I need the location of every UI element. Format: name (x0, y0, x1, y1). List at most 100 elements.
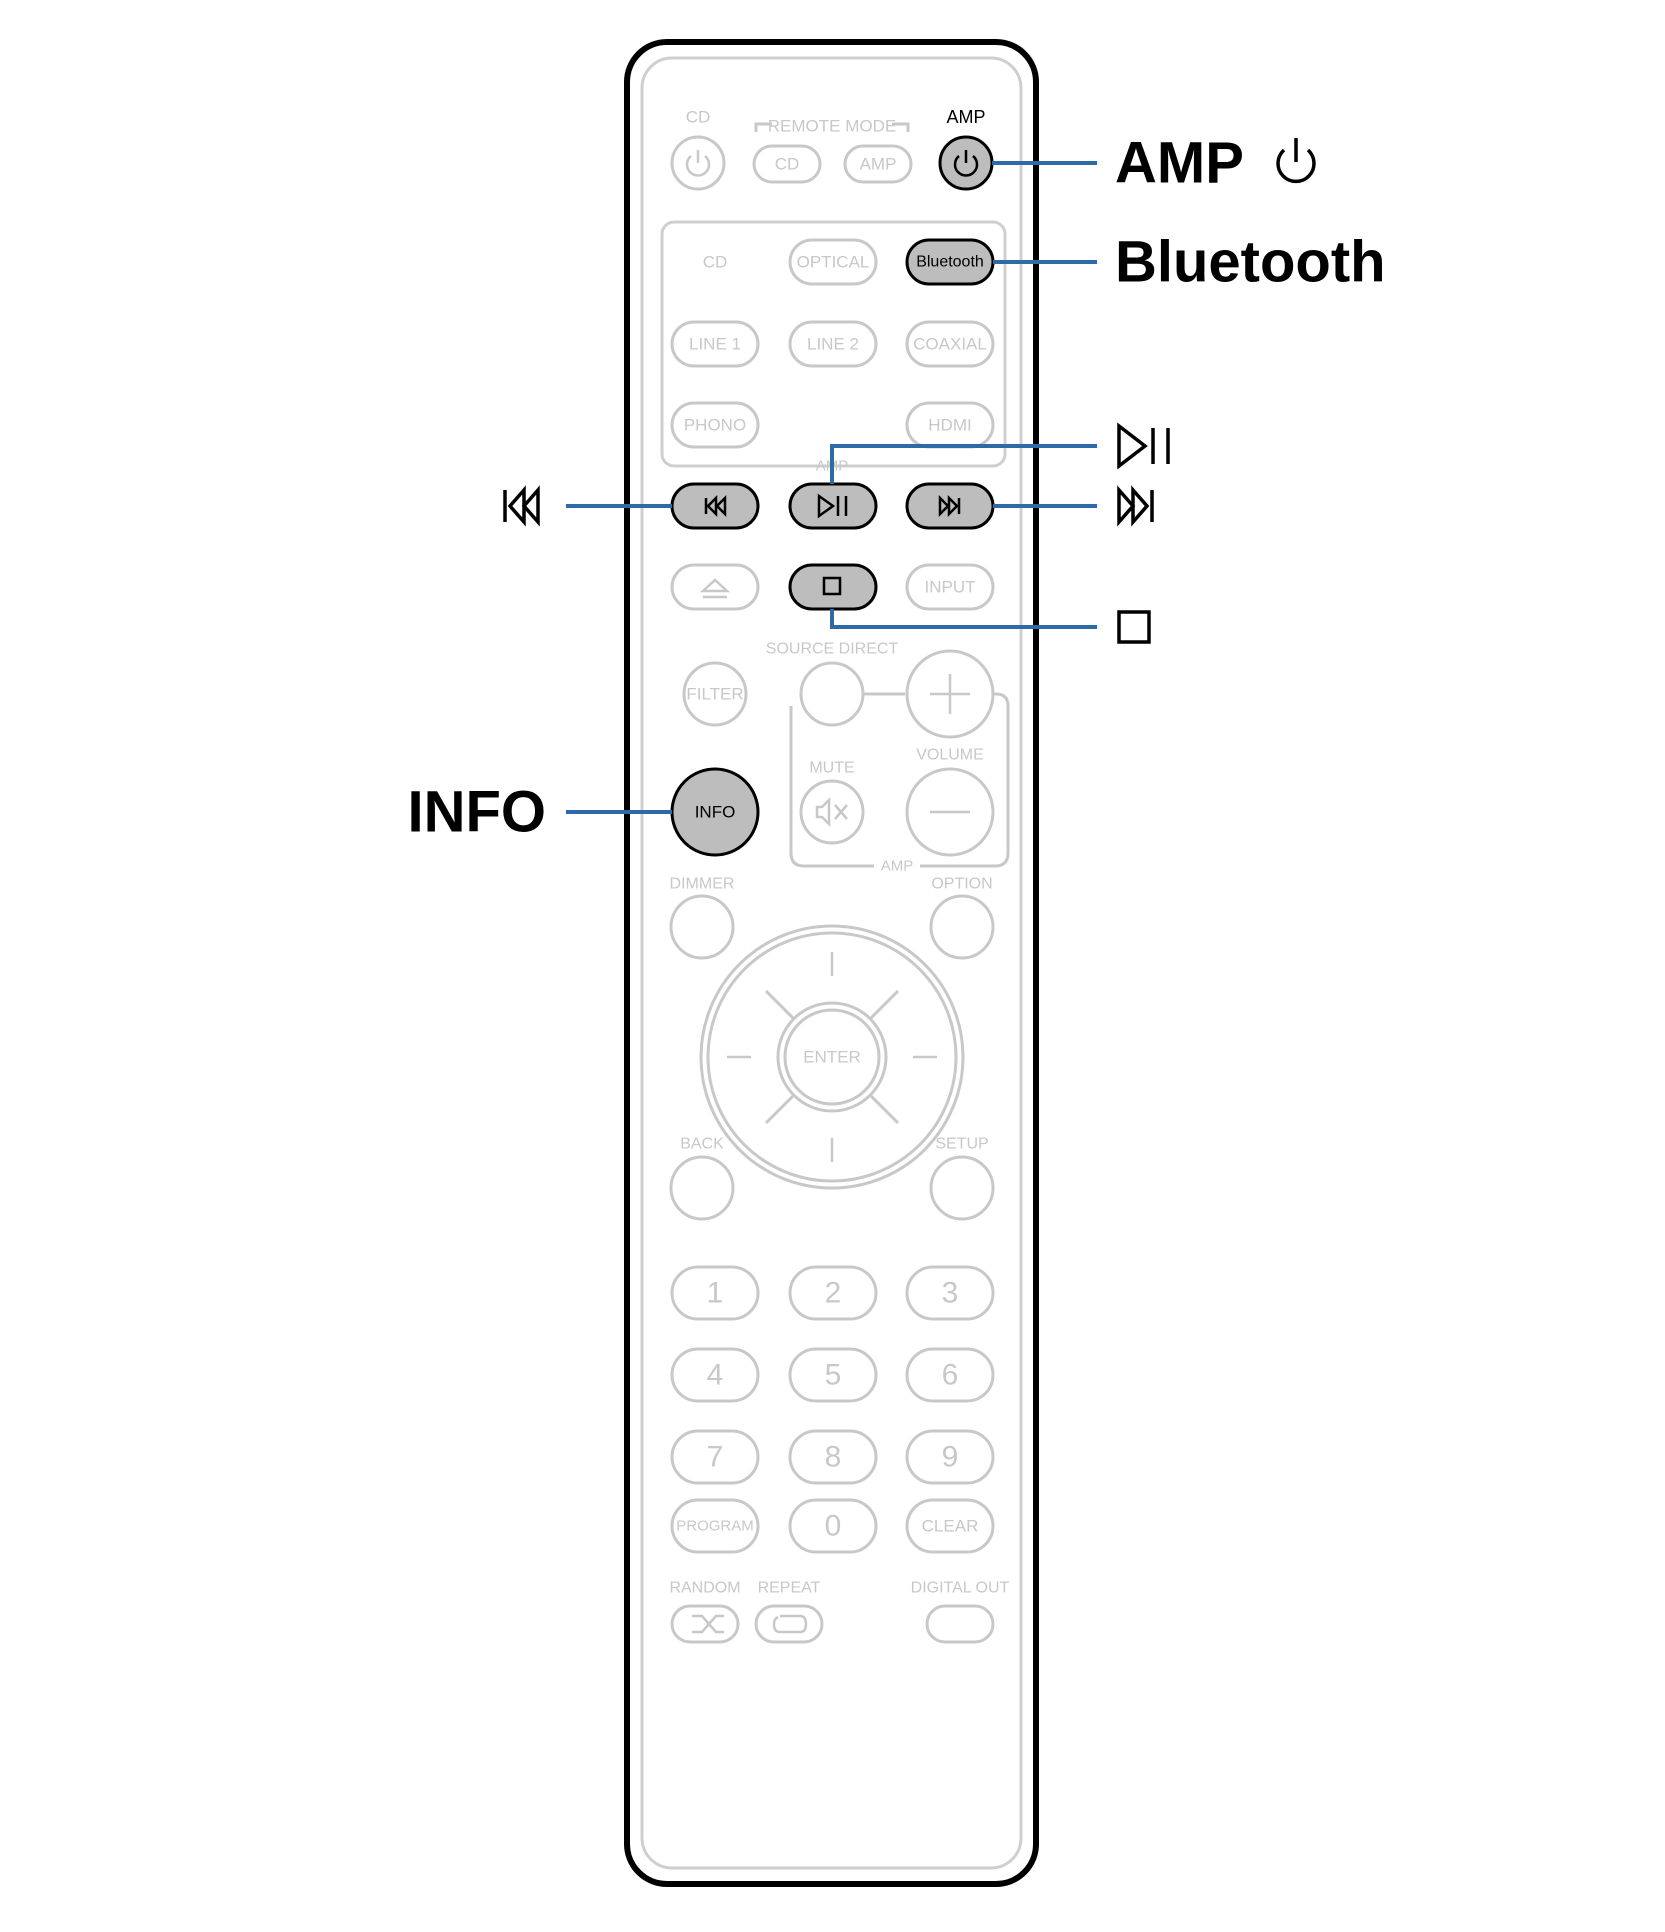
number-7-button[interactable] (670, 1429, 760, 1485)
coaxial-label: COAXIAL (913, 335, 987, 354)
program-button[interactable] (670, 1498, 760, 1554)
bluetooth-callout: Bluetooth (1115, 230, 1386, 295)
phono-button[interactable] (670, 401, 760, 449)
optical-button[interactable] (788, 238, 878, 286)
program-label: PROGRAM (676, 1518, 754, 1535)
optical-label: OPTICAL (797, 253, 870, 272)
line1-label: LINE 1 (689, 335, 741, 354)
number-6-label: 6 (942, 1359, 959, 1392)
play-pause-callout-icon (1117, 422, 1170, 470)
stop-callout-icon (1117, 610, 1151, 644)
play-pause-icon (817, 493, 848, 519)
dimmer-label: DIMMER (670, 876, 735, 893)
plus-icon (930, 674, 970, 714)
repeat-label: REPEAT (758, 1580, 821, 1597)
mute-button[interactable] (799, 779, 865, 845)
dpad-inner-ring (706, 931, 958, 1183)
info-callout: INFO (407, 780, 546, 845)
number-8-button[interactable] (788, 1429, 878, 1485)
amp-label: AMP (946, 107, 985, 127)
number-2-button[interactable] (788, 1265, 878, 1321)
hdmi-label: HDMI (928, 416, 971, 435)
option-label: OPTION (931, 876, 992, 893)
mute-icon (815, 796, 848, 828)
skip-forward-callout-icon (1117, 485, 1154, 527)
back-button[interactable] (669, 1155, 735, 1221)
remote-mode-bracket-right (892, 122, 910, 132)
clear-button[interactable] (905, 1498, 995, 1554)
play-pause-leader (830, 444, 1097, 484)
amp-group-frame (789, 692, 1010, 868)
skip-back-callout-icon (503, 485, 540, 527)
number-8-label: 8 (825, 1441, 842, 1474)
line2-label: LINE 2 (807, 335, 859, 354)
random-label: RANDOM (669, 1580, 740, 1597)
random-button[interactable] (670, 1604, 740, 1644)
skip-back-icon (704, 494, 727, 518)
input-cd-button[interactable]: CD (703, 253, 728, 272)
filter-label: FILTER (686, 685, 743, 704)
source-direct-label: SOURCE DIRECT (766, 641, 899, 658)
number-1-label: 1 (707, 1277, 724, 1310)
setup-label: SETUP (935, 1136, 988, 1153)
digital-out-label: DIGITAL OUT (911, 1580, 1010, 1597)
number-0-label: 0 (825, 1510, 842, 1543)
clear-label: CLEAR (922, 1517, 979, 1536)
stop-icon (822, 576, 842, 596)
enter-button[interactable] (783, 1008, 881, 1106)
stop-button[interactable] (788, 563, 878, 611)
remote-mode-bracket-left (754, 122, 772, 132)
amp-group-label: AMP (881, 858, 914, 875)
setup-button[interactable] (929, 1155, 995, 1221)
skip-forward-icon (938, 494, 961, 518)
number-0-button[interactable] (788, 1498, 878, 1554)
digital-out-button[interactable] (925, 1604, 995, 1644)
coaxial-button[interactable] (905, 320, 995, 368)
number-3-label: 3 (942, 1277, 959, 1310)
number-9-button[interactable] (905, 1429, 995, 1485)
number-5-label: 5 (825, 1359, 842, 1392)
back-label: BACK (680, 1136, 724, 1153)
power-icon (1276, 138, 1316, 184)
filter-button[interactable] (682, 661, 748, 727)
volume-label: VOLUME (916, 747, 984, 764)
eject-button[interactable] (670, 563, 760, 611)
number-1-button[interactable] (670, 1265, 760, 1321)
number-6-button[interactable] (905, 1347, 995, 1403)
line2-button[interactable] (788, 320, 878, 368)
remote-mode-amp-label: AMP (860, 155, 897, 174)
repeat-icon (772, 1614, 808, 1634)
dimmer-button[interactable] (669, 894, 735, 960)
line1-button[interactable] (670, 320, 760, 368)
repeat-button[interactable] (754, 1604, 824, 1644)
bluetooth-label: Bluetooth (916, 254, 984, 271)
cd-label: CD (686, 108, 711, 127)
info-label: INFO (695, 803, 736, 822)
remote-mode-cd-button[interactable] (752, 144, 822, 184)
input-button[interactable] (905, 563, 995, 611)
phono-label: PHONO (684, 416, 746, 435)
remote-mode-label: REMOTE MODE (768, 117, 896, 136)
input-label: INPUT (925, 578, 976, 597)
option-button[interactable] (929, 894, 995, 960)
number-3-button[interactable] (905, 1265, 995, 1321)
number-9-label: 9 (942, 1441, 959, 1474)
shuffle-icon (692, 1614, 724, 1634)
remote-mode-cd-label: CD (775, 155, 800, 174)
number-7-label: 7 (707, 1441, 724, 1474)
cd-power-icon (685, 150, 711, 177)
amp-power-callout: AMP (1115, 131, 1244, 196)
enter-label: ENTER (803, 1048, 861, 1067)
number-4-button[interactable] (670, 1347, 760, 1403)
stop-leader (830, 609, 1097, 629)
number-5-button[interactable] (788, 1347, 878, 1403)
remote-mode-amp-button[interactable] (843, 144, 913, 184)
mute-label: MUTE (809, 760, 854, 777)
amp-power-icon (953, 150, 979, 177)
number-4-label: 4 (707, 1359, 724, 1392)
amp-label-mask (874, 857, 920, 875)
dpad-divider-lines (764, 989, 900, 1125)
eject-icon (699, 578, 731, 599)
source-direct-button[interactable] (799, 661, 865, 727)
